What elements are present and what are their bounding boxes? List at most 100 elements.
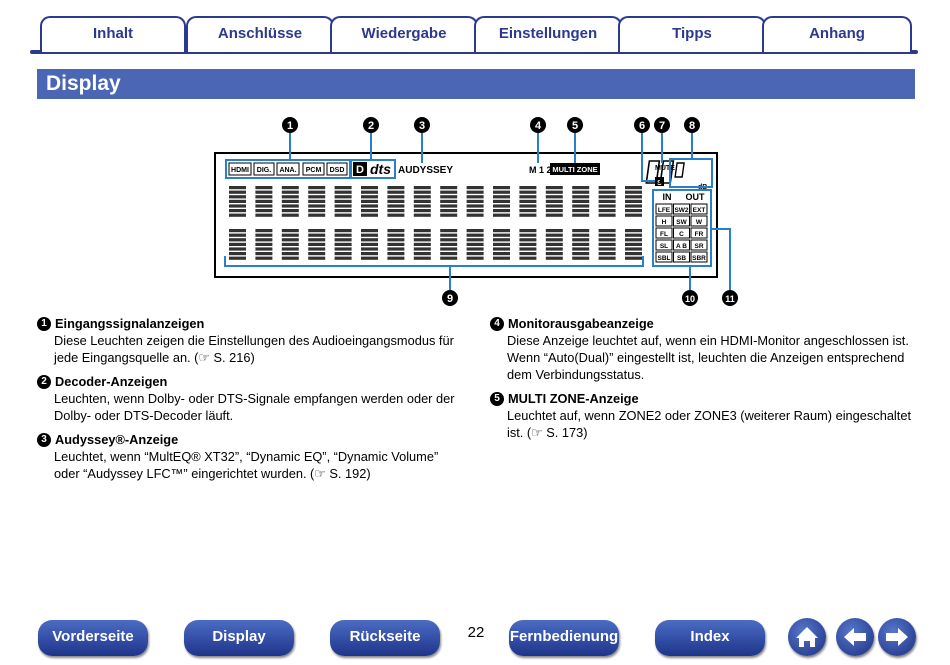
dot-row <box>255 233 273 237</box>
callout-marker <box>530 117 546 133</box>
dot-row <box>387 186 405 190</box>
dot-row <box>229 209 246 213</box>
tab-anschluesse[interactable]: Anschlüsse <box>186 16 334 52</box>
dot-row <box>334 238 352 242</box>
item-number: 4 <box>490 316 504 331</box>
dot-row <box>466 195 484 199</box>
dot-row <box>440 213 458 217</box>
dot-row <box>598 252 616 256</box>
dot-row <box>229 247 246 251</box>
dot-row <box>361 199 378 203</box>
audyssey-indicator: AUDYSSEY <box>398 165 453 176</box>
dot-row <box>334 186 352 190</box>
back-button[interactable] <box>836 618 874 656</box>
nav-display-button[interactable]: Display <box>184 620 294 656</box>
forward-arrow-icon <box>886 628 908 646</box>
home-button[interactable] <box>788 618 826 656</box>
dot-row <box>255 256 273 260</box>
dot-row <box>598 233 616 237</box>
section-header: Display <box>37 69 915 99</box>
dot-row <box>334 190 352 194</box>
item-title: Audyssey®-Anzeige <box>55 432 179 447</box>
callout-number: 4 <box>535 120 542 132</box>
tab-tipps[interactable]: Tipps <box>618 16 766 52</box>
dot-row <box>598 199 616 203</box>
callout-number: 11 <box>725 294 735 304</box>
channel-cell <box>690 203 708 215</box>
indicator-ana: ANA. <box>279 167 296 174</box>
dot-row <box>572 229 590 233</box>
dot-row <box>255 186 273 190</box>
dot-row <box>413 229 431 233</box>
dot-row <box>519 256 537 260</box>
tab-inhalt[interactable]: Inhalt <box>40 16 186 52</box>
tab-einstellungen[interactable]: Einstellungen <box>474 16 622 52</box>
dts-logo: dts <box>370 161 391 177</box>
dot-row <box>625 190 642 194</box>
dot-row <box>440 190 458 194</box>
dot-row <box>387 213 405 217</box>
dot-row <box>572 190 590 194</box>
dot-row <box>493 252 510 256</box>
dot-row <box>308 213 326 217</box>
io-out-label: OUT <box>686 192 706 202</box>
dot-row <box>519 209 537 213</box>
dot-row <box>466 199 484 203</box>
channel-cell <box>690 239 708 251</box>
dot-row <box>413 256 431 260</box>
dot-row <box>387 233 405 237</box>
channel-label: SB <box>677 255 686 262</box>
dot-row <box>572 242 590 246</box>
dot-row <box>493 256 510 260</box>
dot-row <box>413 242 431 246</box>
callout-marker <box>654 117 670 133</box>
callout-number: 3 <box>419 120 425 132</box>
dot-row <box>413 238 431 242</box>
dot-row <box>625 238 642 242</box>
dot-row <box>387 238 405 242</box>
dot-row <box>545 252 563 256</box>
channel-cell <box>655 215 673 227</box>
channel-label: SW2 <box>674 207 688 214</box>
dot-row <box>625 242 642 246</box>
dot-row <box>440 247 458 251</box>
callout-number: 2 <box>368 120 374 132</box>
item-line: Diese Anzeige leuchtet auf, wenn ein HDM… <box>507 333 909 348</box>
channel-cell <box>690 251 708 263</box>
dot-row <box>308 186 326 190</box>
forward-button[interactable] <box>878 618 916 656</box>
dot-row <box>572 233 590 237</box>
nav-fernbedienung-button[interactable]: Fernbedienung <box>509 620 619 656</box>
indicator-pcm: PCM <box>306 167 322 174</box>
dot-row <box>466 256 484 260</box>
dot-row <box>281 213 299 217</box>
indicator-box <box>276 162 300 176</box>
dot-row <box>519 247 537 251</box>
dot-row <box>413 199 431 203</box>
nav-index-button[interactable]: Index <box>655 620 765 656</box>
nav-rueckseite-button[interactable]: Rückseite <box>330 620 440 656</box>
mute-indicator: MUTE <box>655 165 675 172</box>
dot-row <box>229 229 246 233</box>
item-line: oder “Audyssey LFC™” eingerichtet wurden… <box>54 466 371 481</box>
dot-row <box>545 256 563 260</box>
tab-wiedergabe[interactable]: Wiedergabe <box>330 16 478 52</box>
indicator-box <box>326 162 348 176</box>
dot-row <box>466 233 484 237</box>
dot-row <box>519 213 537 217</box>
channel-cell <box>673 239 690 251</box>
dot-row <box>625 247 642 251</box>
callout-marker <box>363 117 379 133</box>
dot-row <box>308 195 326 199</box>
dot-row <box>440 199 458 203</box>
dot-row <box>466 229 484 233</box>
tab-anhang[interactable]: Anhang <box>762 16 912 52</box>
dot-row <box>281 252 299 256</box>
dot-row <box>572 247 590 251</box>
dot-row <box>387 199 405 203</box>
nav-vorderseite-button[interactable]: Vorderseite <box>38 620 148 656</box>
dot-row <box>545 238 563 242</box>
